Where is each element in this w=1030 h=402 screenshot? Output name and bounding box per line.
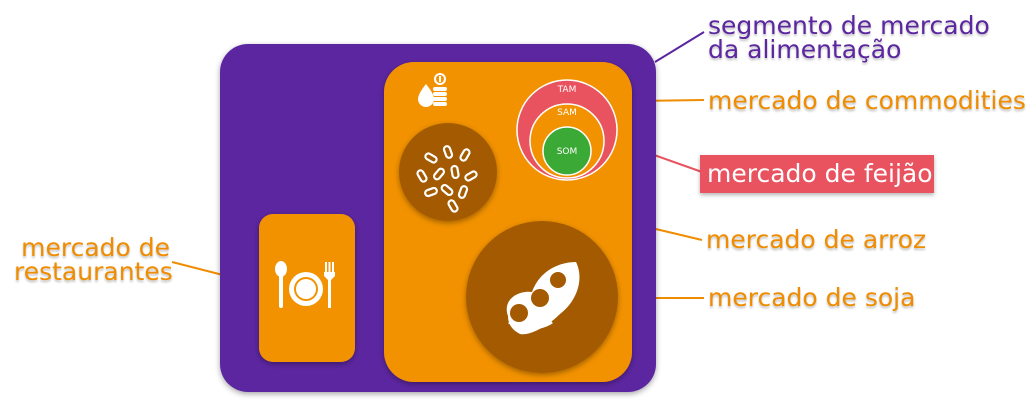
soja-label: mercado de soja (708, 283, 916, 312)
segment-connector (654, 31, 705, 63)
som-label: SOM (557, 147, 578, 157)
soybean-icon (506, 262, 580, 335)
money-icon (418, 73, 447, 107)
commodities-label: mercado de commodities (708, 86, 1026, 115)
restaurantes-label-line2: restaurantes (14, 257, 173, 286)
sam-label: SAM (557, 108, 577, 118)
segment-label: segmento de mercado da alimentação (708, 11, 990, 64)
tam-label: TAM (557, 85, 577, 95)
segment-label-line1: segmento de mercado (708, 11, 990, 40)
som-circle (542, 126, 592, 176)
tam-sam-som: TAM SAM SOM (516, 79, 618, 181)
rice-icon (416, 145, 478, 213)
restaurantes-label-line1: mercado de (21, 233, 170, 262)
feijao-label: mercado de feijão (700, 155, 934, 193)
segment-label-line2: da alimentação (708, 35, 902, 64)
arroz-label: mercado de arroz (706, 225, 927, 254)
arroz-circle (399, 123, 497, 221)
restaurantes-label: mercado de restaurantes (14, 233, 173, 286)
plate-cutlery-icon (275, 261, 335, 308)
